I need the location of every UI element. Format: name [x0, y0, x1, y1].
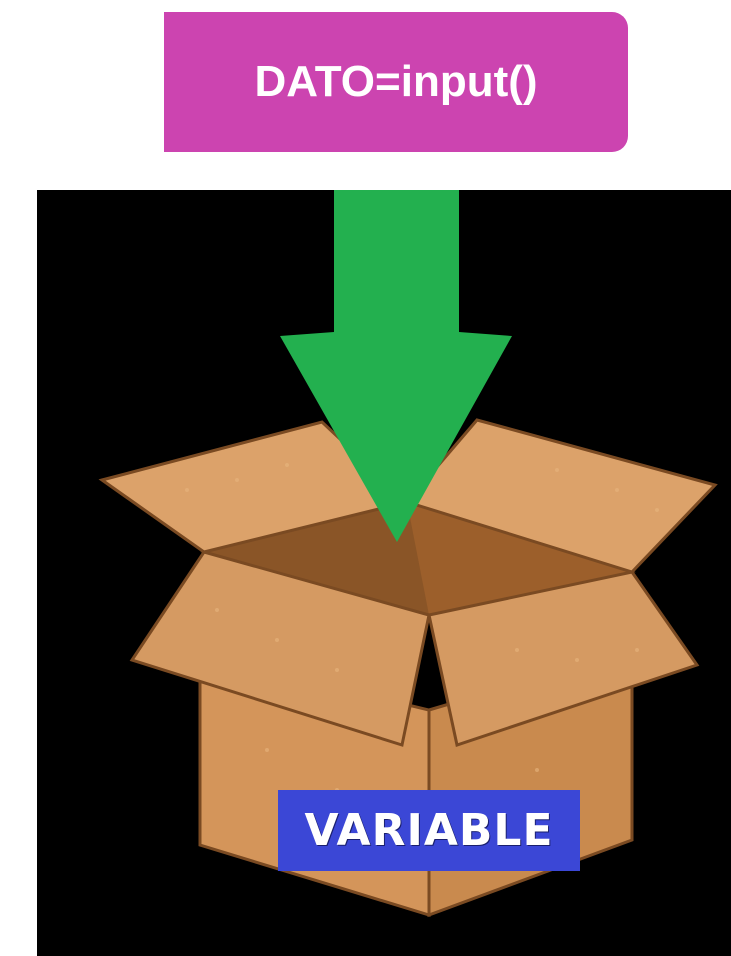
variable-label: VARIABLE — [278, 790, 580, 871]
variable-text: VARIABLE — [304, 805, 553, 856]
code-label: DATO=input() — [164, 12, 628, 152]
illustration-panel: VARIABLE — [37, 190, 731, 956]
code-text: DATO=input() — [254, 57, 537, 107]
